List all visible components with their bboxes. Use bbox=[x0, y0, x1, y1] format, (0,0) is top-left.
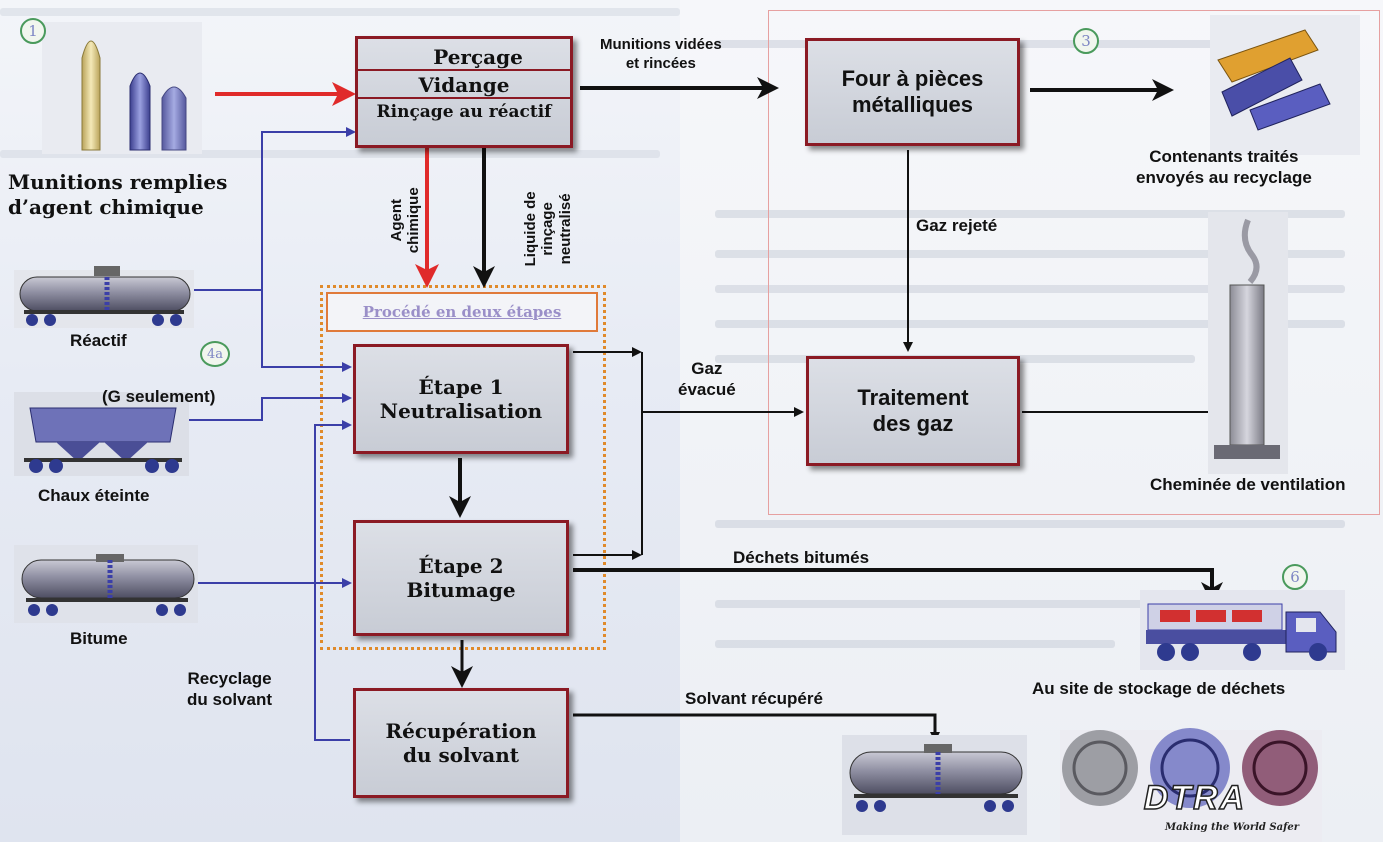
chaux-hopper-car-illustration bbox=[14, 392, 189, 476]
munitions-label: Munitions remplies d’agent chimique bbox=[8, 170, 227, 220]
background-text-line bbox=[0, 150, 660, 158]
munitions-illustration bbox=[42, 22, 202, 154]
step-number-3: 3 bbox=[1073, 28, 1099, 54]
recycled-containers-illustration bbox=[1210, 15, 1360, 155]
rinse-liquid-label: Liquide de rinçage neutralisé bbox=[522, 169, 574, 289]
recovered-solvent-label: Solvant récupéré bbox=[685, 689, 823, 708]
step1-title: Étape 1 bbox=[418, 375, 504, 399]
step1-subtitle: Neutralisation bbox=[379, 399, 543, 423]
step2-bitumage-box: Étape 2 Bitumage bbox=[353, 520, 569, 636]
step-perforation-title: Perçage bbox=[433, 45, 523, 69]
reactif-label: Réactif bbox=[70, 331, 127, 350]
munitions-label-line1: Munitions remplies bbox=[8, 170, 228, 194]
step-perforation-box: Perçage Vidange Rinçage au réactif bbox=[355, 36, 573, 148]
rinse-liquid-line2: rinçage bbox=[539, 202, 557, 256]
emptied-munitions-label: Munitions vidées et rincées bbox=[600, 36, 722, 74]
background-text-line bbox=[715, 40, 1345, 48]
step-number-1: 1 bbox=[20, 18, 46, 44]
bitume-label: Bitume bbox=[70, 629, 128, 648]
recycled-containers-label: Contenants traités envoyés au recyclage bbox=[1136, 146, 1312, 189]
dtra-tagline: Making the World Safer bbox=[1165, 822, 1300, 833]
munitions-label-line2: d’agent chimique bbox=[8, 195, 204, 219]
dtra-logo-text: DTRA bbox=[1143, 779, 1247, 817]
chemical-agent-line1: Agent bbox=[387, 199, 405, 242]
gas-treatment-line2: des gaz bbox=[872, 411, 954, 436]
thermal-section-frame bbox=[768, 10, 1380, 515]
furnace-line2: métalliques bbox=[851, 92, 974, 117]
furnace-line1: Four à pièces bbox=[841, 65, 984, 91]
exhaust-gas-line1: Gaz bbox=[691, 359, 723, 378]
recovery-line1: Récupération bbox=[385, 719, 537, 743]
exhaust-gas-label: Gaz évacué bbox=[678, 358, 736, 401]
gas-treatment-line1: Traitement bbox=[857, 384, 969, 410]
solvent-recycling-line1: Recyclage bbox=[187, 669, 272, 688]
emptied-munitions-line2: et rincées bbox=[625, 54, 696, 72]
rejected-gas-label: Gaz rejeté bbox=[916, 216, 998, 235]
background-text-line bbox=[715, 600, 1345, 608]
chimney-illustration bbox=[1208, 212, 1288, 474]
background-text-line bbox=[715, 320, 1345, 328]
chemical-agent-line2: chimique bbox=[405, 187, 422, 254]
reactif-tank-car-illustration bbox=[14, 266, 194, 328]
solvent-tank-car-illustration bbox=[842, 735, 1027, 835]
step-rinse-title: Rinçage au réactif bbox=[358, 97, 570, 122]
solvent-recycling-line2: du solvant bbox=[187, 690, 273, 710]
exhaust-gas-line2: évacué bbox=[678, 380, 736, 400]
background-text-line bbox=[0, 8, 680, 16]
metal-parts-furnace-box: Four à pièces métalliques bbox=[805, 38, 1020, 146]
background-text-line bbox=[715, 285, 1345, 293]
gas-treatment-box: Traitement des gaz bbox=[806, 356, 1020, 466]
recycled-containers-line1: Contenants traités bbox=[1149, 147, 1299, 166]
lime-only-g-label: (G seulement) bbox=[102, 387, 216, 406]
waste-storage-label: Au site de stockage de déchets bbox=[1032, 679, 1286, 698]
step2-title: Étape 2 bbox=[418, 554, 504, 578]
two-step-process-label: Procédé en deux étapes bbox=[326, 292, 598, 332]
rinse-liquid-line1: Liquide de bbox=[522, 191, 540, 267]
step1-neutralisation-box: Étape 1 Neutralisation bbox=[353, 344, 569, 454]
bitumen-waste-label: Déchets bitumés bbox=[733, 548, 870, 567]
rinse-liquid-line3: neutralisé bbox=[556, 193, 574, 265]
recovery-line2: du solvant bbox=[402, 743, 520, 767]
step-drain-title: Vidange bbox=[358, 69, 570, 97]
recycled-containers-line2: envoyés au recyclage bbox=[1136, 168, 1312, 188]
background-text-line bbox=[715, 520, 1345, 528]
solvent-recovery-box: Récupération du solvant bbox=[353, 688, 569, 798]
waste-truck-illustration bbox=[1140, 590, 1345, 670]
step-number-4a: 4a bbox=[200, 341, 230, 367]
chaux-label: Chaux éteinte bbox=[38, 486, 150, 505]
emptied-munitions-line1: Munitions vidées bbox=[600, 36, 722, 53]
step-number-6: 6 bbox=[1282, 564, 1308, 590]
background-text-line bbox=[715, 250, 1345, 258]
dtra-logo-seals bbox=[1060, 728, 1322, 842]
bitume-tank-car-illustration bbox=[14, 545, 198, 623]
ventilation-chimney-label: Cheminée de ventilation bbox=[1150, 475, 1346, 494]
solvent-recycling-label: Recyclage du solvant bbox=[187, 668, 272, 711]
background-text-line bbox=[715, 210, 1345, 218]
background-text-line bbox=[715, 640, 1115, 648]
chemical-agent-label: Agent chimique bbox=[388, 175, 423, 265]
step2-subtitle: Bitumage bbox=[406, 578, 516, 602]
